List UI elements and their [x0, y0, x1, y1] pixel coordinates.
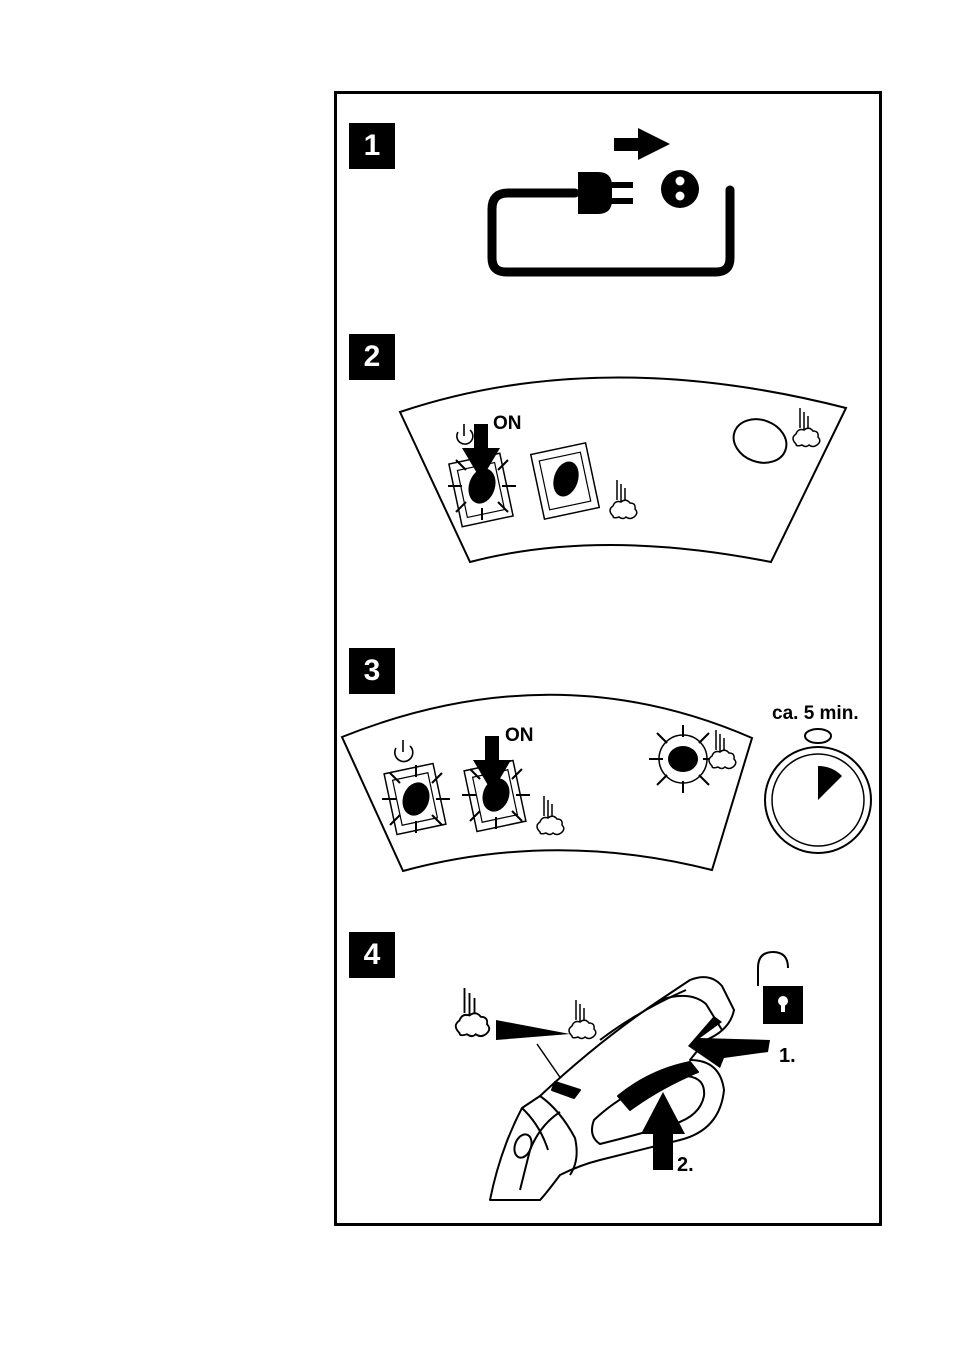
step-3-illustration: ON ca. 5 min. [342, 695, 871, 871]
callout-1: 1. [779, 1045, 796, 1067]
blinking-button-icon [382, 763, 450, 834]
step-2-illustration: ON [400, 377, 846, 562]
stopwatch-icon [765, 729, 871, 853]
unlock-padlock-icon [758, 952, 803, 1024]
socket-icon [661, 170, 699, 208]
blinking-indicator-icon [649, 725, 717, 793]
control-panel-icon [342, 695, 752, 871]
step-1-illustration [492, 128, 730, 272]
callout-2: 2. [677, 1154, 694, 1176]
control-panel-icon [400, 377, 846, 562]
timer-label: ca. 5 min. [772, 703, 859, 724]
steam-gun-icon [490, 977, 734, 1200]
on-label: ON [493, 413, 522, 434]
plug-icon [578, 172, 633, 214]
arrow-right-icon [614, 128, 670, 160]
step-4-illustration: 1. 2. [456, 952, 803, 1200]
on-label: ON [505, 725, 534, 746]
